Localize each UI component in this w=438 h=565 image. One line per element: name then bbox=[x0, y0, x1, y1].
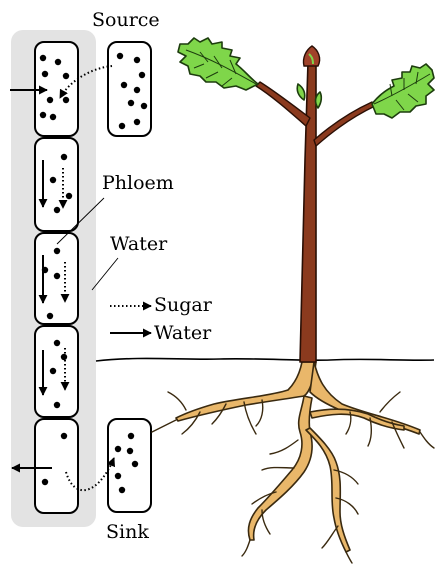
phloem-label: Phloem bbox=[102, 172, 174, 194]
sink-label: Sink bbox=[106, 521, 149, 543]
stem bbox=[300, 62, 316, 362]
water-label: Water bbox=[110, 233, 168, 255]
sieve-cell-2 bbox=[35, 138, 78, 231]
roots bbox=[152, 362, 434, 563]
sink-cell bbox=[108, 419, 151, 512]
legend-sugar-label: Sugar bbox=[154, 294, 213, 316]
legend: Sugar Water bbox=[110, 294, 213, 344]
right-leaf bbox=[372, 64, 434, 118]
ground-line bbox=[96, 358, 434, 361]
legend-water-label: Water bbox=[154, 322, 212, 344]
source-label: Source bbox=[92, 9, 160, 31]
sieve-cell-5 bbox=[35, 419, 78, 513]
small-leaflet-left bbox=[297, 84, 305, 100]
right-branch bbox=[314, 102, 375, 146]
source-cell bbox=[108, 42, 151, 136]
